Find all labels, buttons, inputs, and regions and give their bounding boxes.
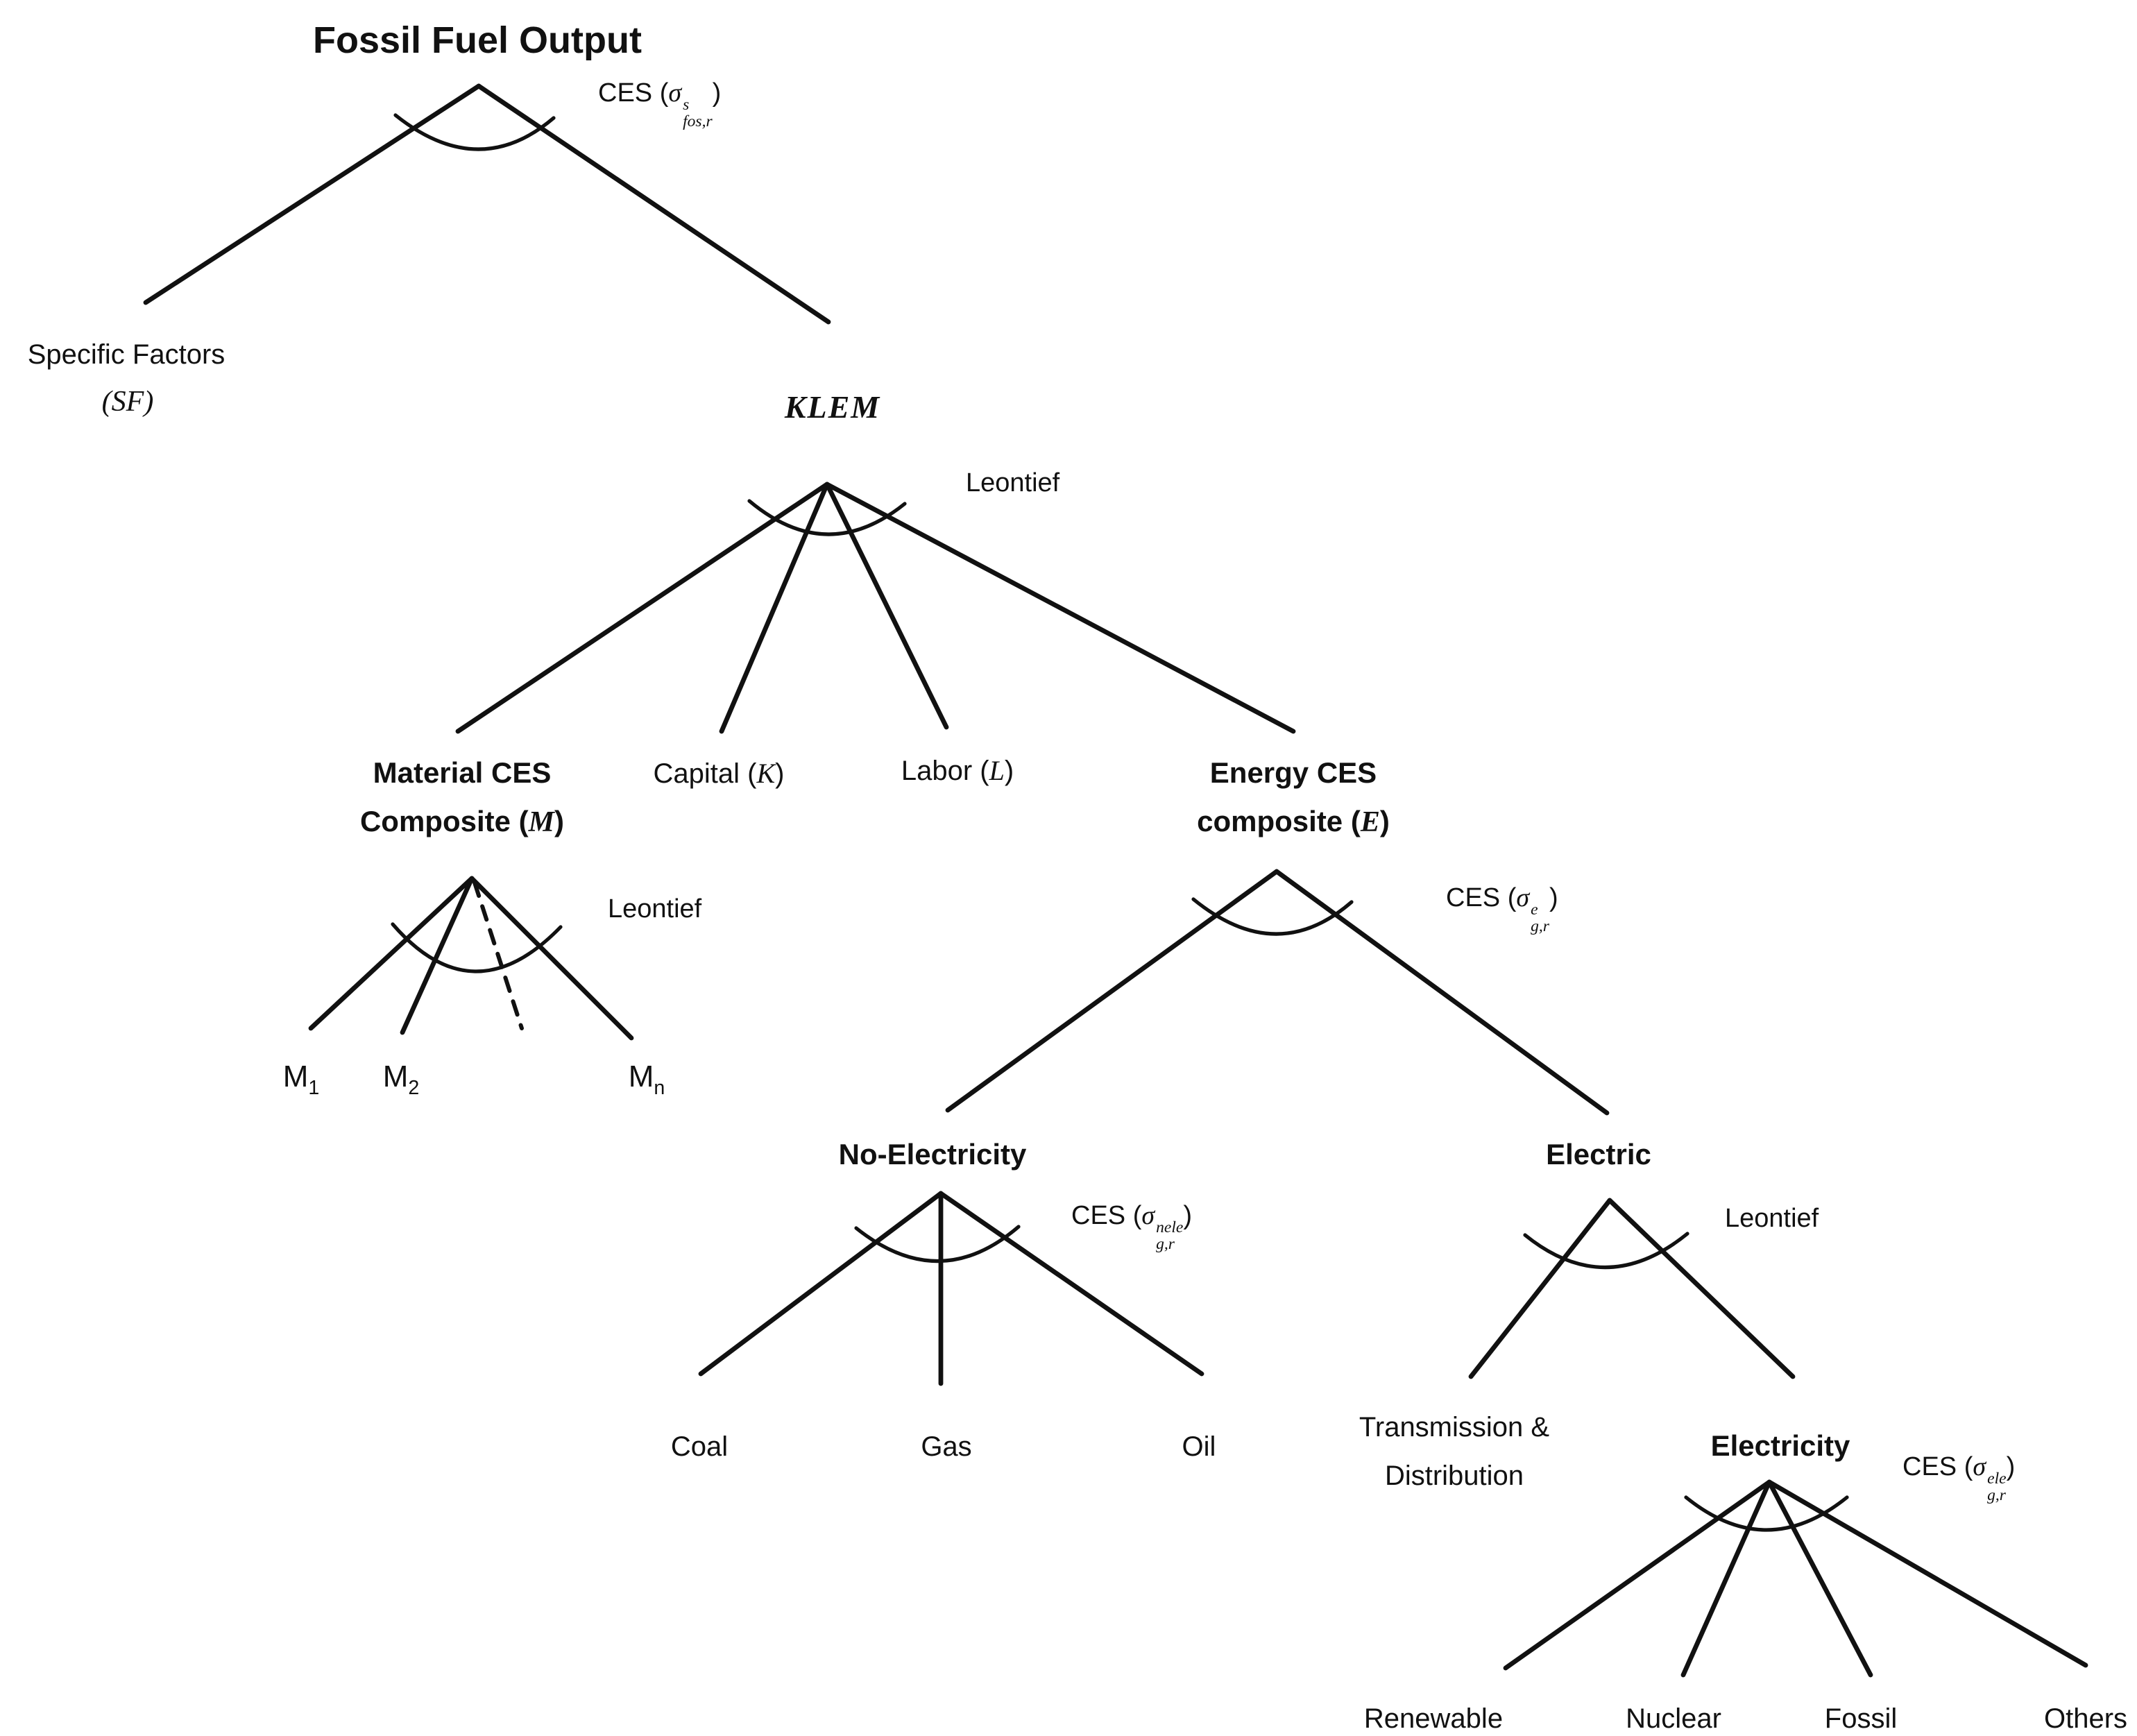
node-label-electricity: Electricity	[1710, 1431, 1850, 1463]
leaf-label-mn: Mn	[628, 1059, 665, 1100]
edge-electricity-to-nuclear	[1680, 1479, 1772, 1678]
node-label-transmission-line2: Distribution	[1384, 1461, 1524, 1492]
edge-klem-to-labor	[824, 482, 949, 730]
edge-material-to-m2	[400, 876, 475, 1035]
edge-electric-to-transmission	[1468, 1198, 1612, 1379]
node-label-fossil-fuel-output: Fossil Fuel Output	[313, 19, 642, 61]
node-label-specific-factors-line2: (SF)	[101, 384, 154, 418]
leaf-label-gas: Gas	[921, 1432, 972, 1463]
leaf-label-m2: M2	[382, 1059, 420, 1100]
edge-energy-to-electric	[1274, 869, 1610, 1116]
edge-electric-to-electricity	[1607, 1198, 1796, 1379]
leontief-arc-klem	[747, 499, 907, 536]
ces-arc-noelec	[854, 1225, 1021, 1263]
leontief-arc-material	[391, 922, 563, 973]
leaf-label-m1: M1	[282, 1059, 320, 1100]
leaf-label-nuclear: Nuclear	[1626, 1704, 1721, 1735]
node-label-material-line1: Material CES	[373, 758, 552, 790]
leaf-label-coal: Coal	[670, 1432, 729, 1463]
edge-material-to-mn	[469, 876, 634, 1041]
node-label-specific-factors-line1: Specific Factors	[27, 340, 225, 371]
edge-klem-to-capital	[719, 482, 830, 734]
node-label-transmission-line1: Transmission &	[1359, 1413, 1550, 1443]
node-label-energy-line2: composite (E)	[1197, 805, 1390, 838]
edge-energy-to-no-electricity	[945, 869, 1279, 1113]
leaf-label-oil: Oil	[1182, 1432, 1216, 1463]
edge-root-to-specific-factors	[143, 83, 482, 305]
node-label-labor: Labor (L)	[901, 756, 1014, 787]
rule-label-klem-leontief: Leontief	[966, 469, 1060, 498]
rule-label-material-leontief: Leontief	[608, 895, 702, 924]
node-label-capital: Capital (K)	[653, 759, 785, 790]
edge-noelec-to-oil	[938, 1191, 1204, 1377]
node-label-no-electricity: No-Electricity	[838, 1139, 1027, 1171]
node-label-electric: Electric	[1546, 1139, 1651, 1171]
node-label-klem: KLEM	[784, 390, 881, 425]
edge-electricity-to-fossil	[1766, 1479, 1873, 1678]
edge-klem-to-material	[455, 482, 830, 734]
ces-arc-energy	[1191, 897, 1354, 936]
leaf-label-renewable: Renewable	[1363, 1704, 1504, 1735]
ces-arc-root	[393, 113, 556, 151]
edge-material-ellipsis-dashed	[472, 880, 524, 1030]
rule-label-electric-leontief: Leontief	[1725, 1205, 1819, 1234]
edge-klem-to-energy	[824, 482, 1296, 734]
node-label-energy-line1: Energy CES	[1209, 758, 1377, 790]
node-label-material-line2: Composite (M)	[359, 805, 565, 838]
ces-arc-electricity	[1684, 1495, 1849, 1532]
leontief-arc-electric	[1523, 1232, 1689, 1269]
edge-electricity-to-renewable	[1503, 1479, 1772, 1671]
edge-root-to-klem	[476, 83, 831, 325]
leaf-label-others: Others	[2043, 1704, 2128, 1735]
edge-material-to-m1	[308, 876, 475, 1031]
edge-noelec-to-coal	[698, 1191, 944, 1377]
leaf-label-fossil: Fossil	[1824, 1704, 1898, 1735]
